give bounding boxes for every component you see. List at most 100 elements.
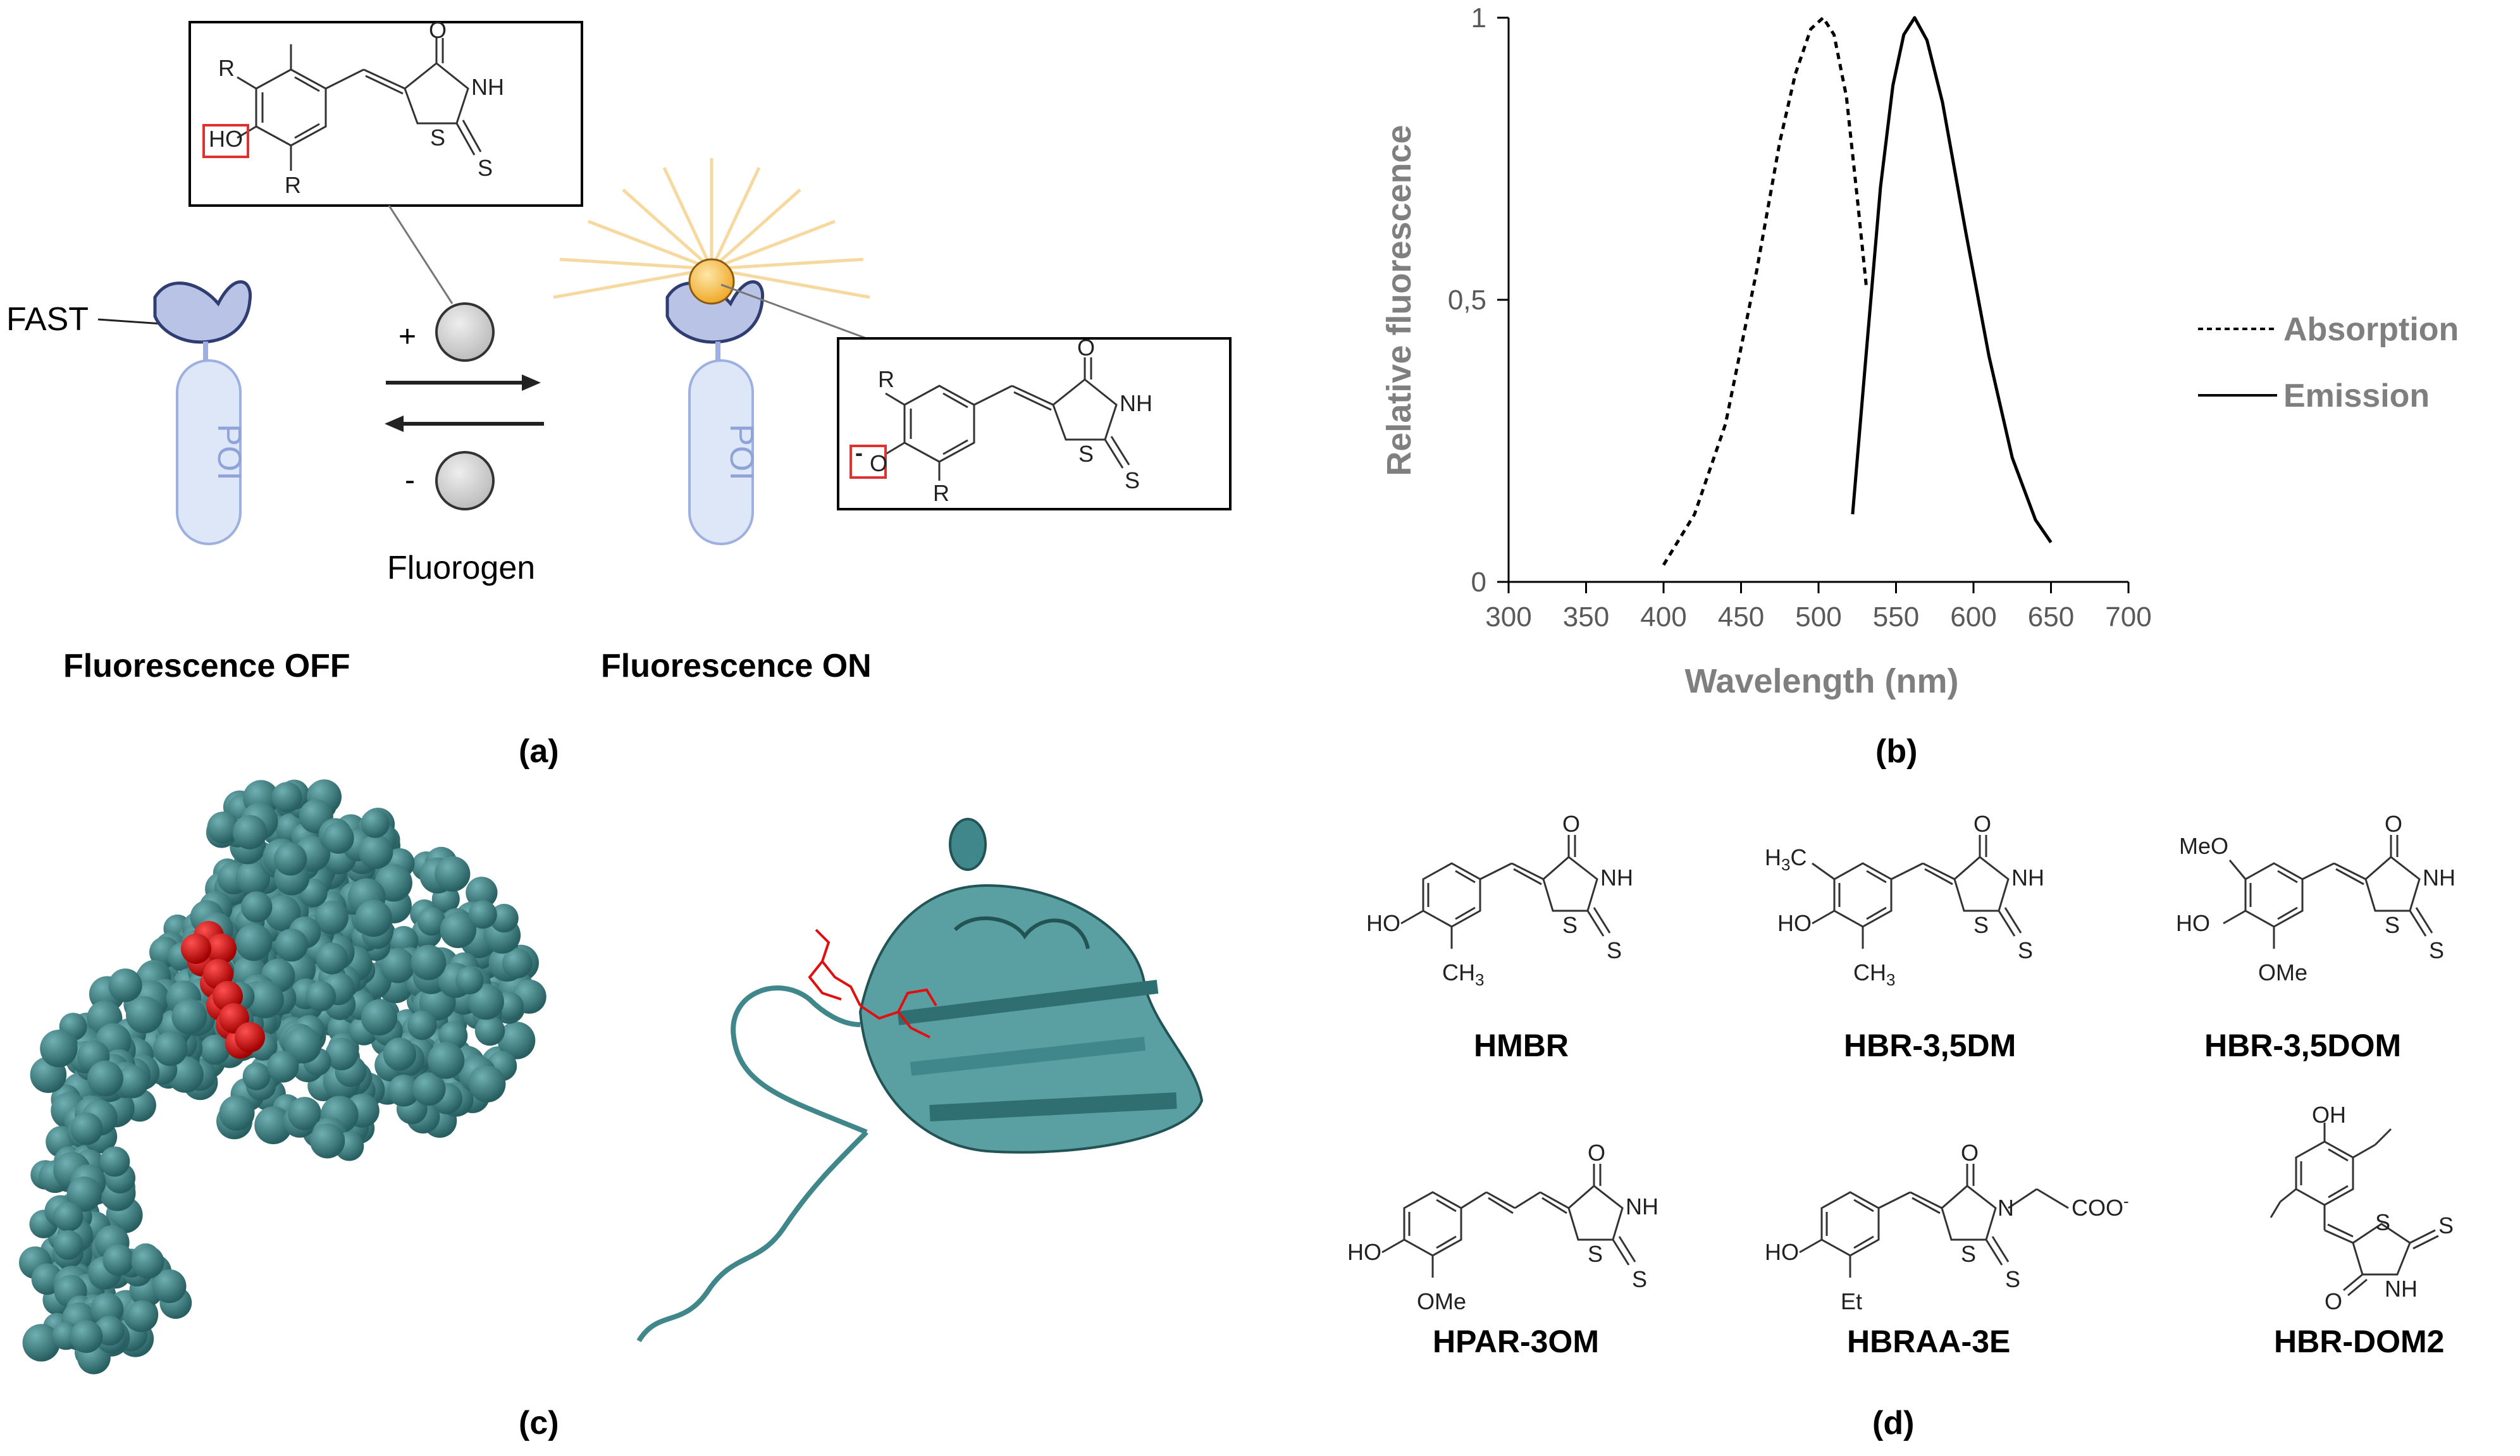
protein-atom xyxy=(497,1021,536,1059)
protein-atom xyxy=(131,1245,164,1279)
protein-atom xyxy=(417,907,446,936)
protein-atom xyxy=(316,942,348,975)
hbrdom2-s2: S xyxy=(2438,1212,2454,1238)
r-bottom-label: R xyxy=(285,172,301,198)
hbr35dm-ch3: CH3 xyxy=(1853,959,1895,989)
hbrdom2-s1: S xyxy=(2375,1209,2390,1235)
hbr35dom-ome: OMe xyxy=(2258,959,2307,985)
protein-atom xyxy=(466,877,498,909)
x-tick-label: 550 xyxy=(1873,602,1919,632)
fluorogen-free-icon xyxy=(435,451,495,510)
series-line-absorption xyxy=(1662,16,1868,566)
fluorescence-on-label: Fluorescence ON xyxy=(601,648,872,684)
protein-atom xyxy=(66,1176,102,1212)
r-bottom-label-on: R xyxy=(933,480,949,506)
ligand-sticks xyxy=(808,929,937,1039)
forward-arrow-head xyxy=(522,374,541,391)
protein-atom xyxy=(288,1097,321,1130)
fluorogen-bound-icon xyxy=(435,302,495,362)
panel-d: HO CH3 O NH S S HMBR xyxy=(1347,811,2455,1441)
protein-atom xyxy=(108,968,142,1003)
protein-atom xyxy=(116,1065,149,1099)
caption-a: (a) xyxy=(519,733,559,770)
r-top-label: R xyxy=(218,55,235,81)
phenolate-highlight xyxy=(849,445,887,479)
minus-sign: - xyxy=(405,464,415,497)
fluorescence-off-label: Fluorescence OFF xyxy=(63,648,350,684)
hbr35dm-o: O xyxy=(1973,811,1991,837)
protein-atom xyxy=(455,966,484,995)
panel-a: R R HO O NH S S FAST POI + - Fluorogen xyxy=(6,17,1232,770)
protein-atom xyxy=(53,1202,83,1232)
hbraa-s2: S xyxy=(2005,1266,2020,1292)
caption-b: (b) xyxy=(1875,733,1917,770)
protein-atom xyxy=(152,1269,187,1304)
hbr35dom-nh: NH xyxy=(2423,865,2455,891)
protein-atom xyxy=(412,1072,446,1106)
ring-s-label: S xyxy=(430,125,445,151)
hbr35dm-s1: S xyxy=(1973,912,1989,938)
protein-atom xyxy=(383,1037,417,1071)
x-tick-label: 350 xyxy=(1563,602,1609,632)
protein-atom xyxy=(361,809,390,838)
hpar-ho: HO xyxy=(1347,1239,1381,1265)
ligand-atom xyxy=(181,934,211,964)
protein-atom xyxy=(467,984,504,1020)
protein-atom xyxy=(242,1062,271,1090)
compound-hmbr: HO CH3 O NH S S HMBR xyxy=(1366,811,1633,1063)
hpar-s1: S xyxy=(1588,1241,1603,1267)
protein-atom xyxy=(361,999,398,1036)
protein-atom xyxy=(153,1032,188,1066)
x-tick-label: 400 xyxy=(1640,602,1686,632)
protein-atom xyxy=(469,1065,506,1102)
connector-line-off xyxy=(388,205,454,304)
hbr35dm-s2: S xyxy=(2018,937,2033,963)
hbr35dm-h3c: H3C xyxy=(1765,844,1807,874)
hpar-name: HPAR-3OM xyxy=(1433,1324,1599,1359)
connector-line-on xyxy=(720,283,867,340)
hbr35dom-s2: S xyxy=(2429,937,2444,963)
structure-off-box: R R HO O NH S S xyxy=(188,17,583,207)
legend-label-absorption: Absorption xyxy=(2283,311,2459,348)
series-line-emission xyxy=(1851,16,2053,544)
protein-atom xyxy=(427,1042,465,1079)
protein-atom xyxy=(246,980,284,1018)
x-tick-label: 700 xyxy=(2105,602,2151,632)
fast-label: FAST xyxy=(6,301,89,338)
hbr35dom-meo: MeO xyxy=(2179,833,2228,859)
fast-protein-off xyxy=(153,280,252,344)
hmbr-ho: HO xyxy=(1366,910,1400,936)
y-axis-title: Relative fluorescence xyxy=(1380,125,1418,476)
protein-atom xyxy=(310,1123,345,1159)
space-filling-model xyxy=(19,779,547,1374)
poi-off xyxy=(176,359,242,545)
caption-d: (d) xyxy=(1872,1405,1914,1441)
plus-sign: + xyxy=(398,320,416,354)
phenolate-minus: - xyxy=(855,440,863,466)
hpar-o: O xyxy=(1588,1140,1605,1166)
protein-atom xyxy=(275,929,308,962)
hbraa-et: Et xyxy=(1841,1288,1862,1314)
protein-atom xyxy=(325,1037,358,1071)
hbraa-s1: S xyxy=(1961,1241,1976,1267)
protein-atom xyxy=(490,904,519,933)
hpar-s2: S xyxy=(1632,1266,1647,1292)
protein-atom xyxy=(99,1146,130,1177)
protein-atom xyxy=(70,1320,103,1354)
x-axis-title: Wavelength (nm) xyxy=(1684,662,1958,700)
hmbr-s1: S xyxy=(1562,912,1578,938)
protein-atom xyxy=(70,1113,103,1145)
protein-atom xyxy=(40,1030,78,1068)
protein-atom xyxy=(271,782,302,813)
protein-atom xyxy=(22,1324,60,1362)
compound-hbraa-3e: HO Et O N COO- S S HBRAA-3E xyxy=(1765,1140,2129,1359)
thione-s-label-on: S xyxy=(1125,467,1140,493)
legend-label-emission: Emission xyxy=(2283,378,2430,414)
hpar-ome: OMe xyxy=(1417,1288,1466,1314)
hbr35dm-ho: HO xyxy=(1777,910,1812,936)
y-tick-label: 0 xyxy=(1471,567,1486,598)
protein-atom xyxy=(314,901,349,935)
compound-hpar-3om: HO OMe O NH S S HPAR-3OM xyxy=(1347,1140,1658,1359)
ho-label: HO xyxy=(209,126,243,152)
